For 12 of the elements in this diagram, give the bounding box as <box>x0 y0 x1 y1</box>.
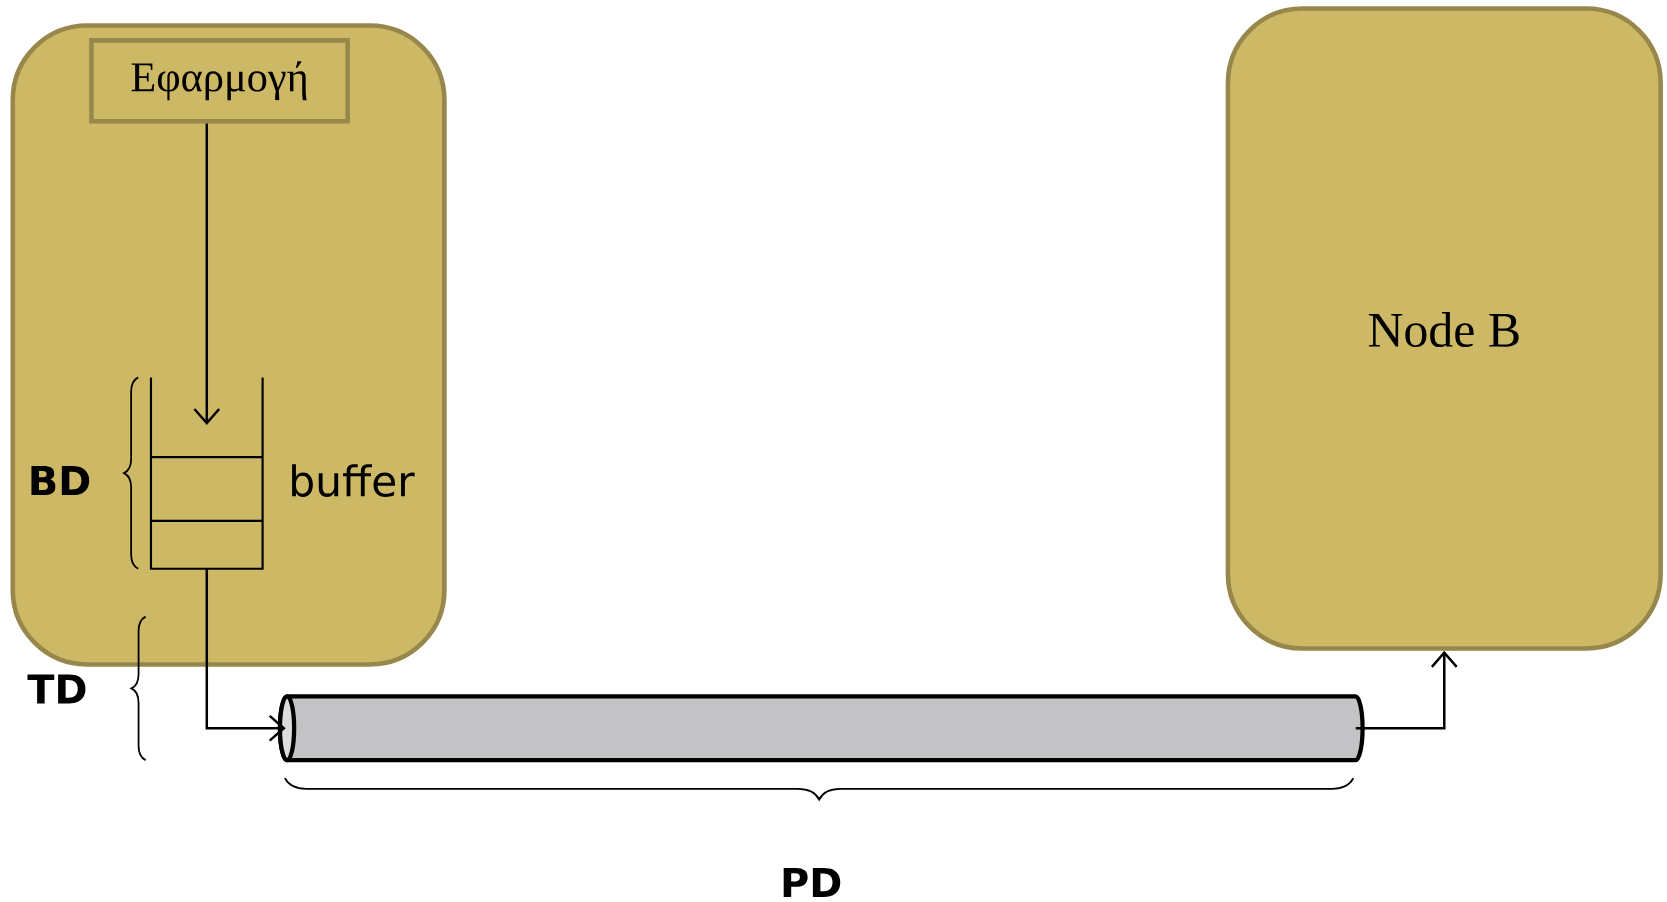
device-box: Node B <box>1225 6 1663 652</box>
dimension-label: TD <box>27 674 86 704</box>
queue-drawing <box>149 377 264 571</box>
device-box <box>10 23 447 667</box>
dimension-label: BD <box>31 466 90 496</box>
buffer-label: buffer <box>292 464 415 498</box>
arrow <box>1355 651 1458 730</box>
arrow <box>205 569 286 742</box>
dimension-label: PD <box>783 868 841 898</box>
arrow <box>193 123 221 426</box>
link-cylinder <box>277 694 1365 763</box>
application-box: Εφαρμογή <box>89 38 350 124</box>
